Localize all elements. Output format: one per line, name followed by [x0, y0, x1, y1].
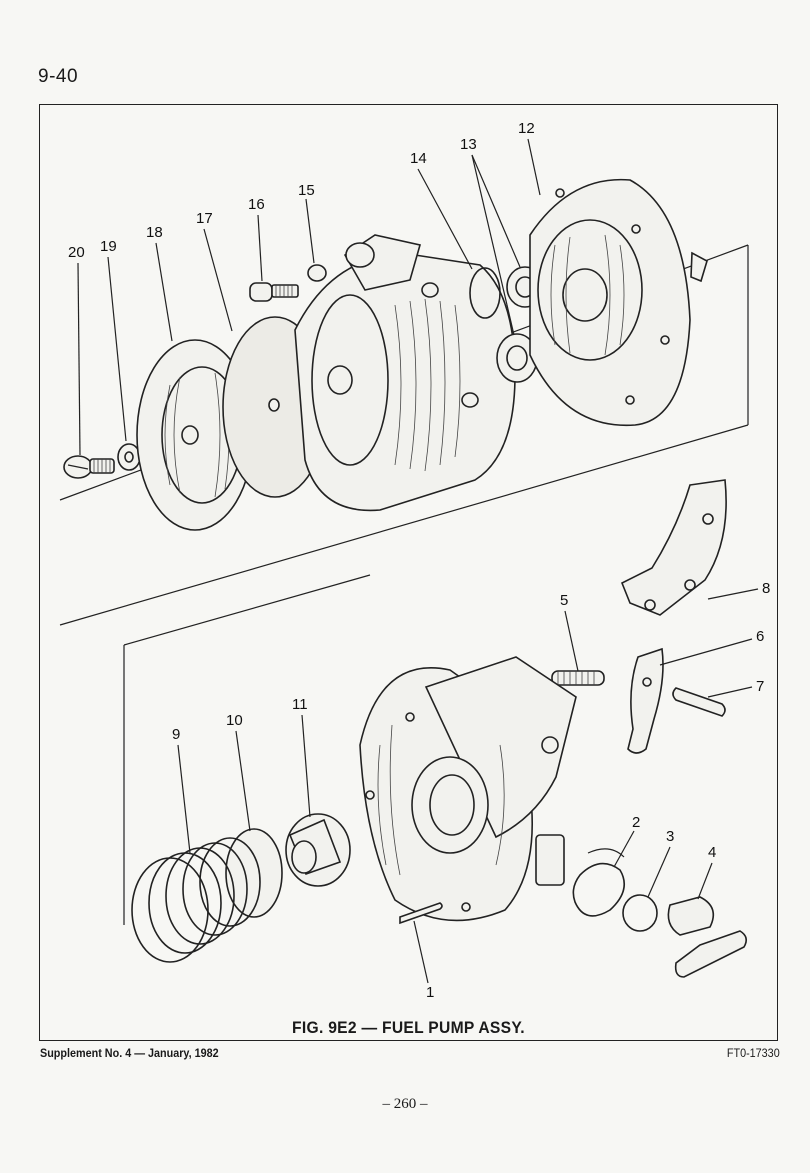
page-number: – 260 – — [382, 1096, 428, 1112]
callout-17: 17 — [196, 210, 213, 227]
figure-code: FT0-17330 — [727, 1046, 780, 1060]
leader-4 — [697, 862, 713, 900]
part-19-washer — [117, 443, 141, 471]
figure-frame: 20 19 18 17 16 15 14 13 12 — [39, 104, 778, 1041]
callout-15: 15 — [298, 182, 315, 199]
callout-20: 20 — [68, 244, 85, 261]
leader-7 — [707, 686, 753, 698]
leader-14 — [417, 168, 473, 270]
leader-13a — [471, 154, 521, 268]
part-1-dowel — [399, 902, 443, 925]
leader-10 — [235, 730, 251, 832]
callout-13: 13 — [460, 136, 477, 153]
leader-8 — [707, 588, 759, 600]
callout-5: 5 — [560, 592, 568, 609]
part-6-link — [627, 647, 664, 754]
part-2-clip — [572, 848, 626, 917]
callout-4: 4 — [708, 844, 716, 861]
leader-1 — [413, 920, 429, 984]
leader-13b — [471, 154, 515, 336]
part-12-top-plate — [529, 178, 708, 427]
part-4-priming-lever — [667, 896, 748, 978]
pump-upper-body — [294, 234, 516, 512]
part-20-screw — [63, 455, 115, 479]
part-3-ring — [622, 894, 658, 932]
exploded-diagram: 20 19 18 17 16 15 14 13 12 — [59, 120, 770, 1001]
figure-caption: FIG. 9E2 — FUEL PUMP ASSY. — [292, 1018, 525, 1037]
callout-18: 18 — [146, 224, 163, 241]
leader-18 — [155, 242, 173, 342]
leader-11 — [301, 714, 311, 818]
supplement-note: Supplement No. 4 — January, 1982 — [40, 1046, 219, 1060]
callout-14: 14 — [410, 150, 427, 167]
part-7-pin — [672, 687, 726, 717]
part-9-main-spring — [131, 837, 261, 963]
callout-9: 9 — [172, 726, 180, 743]
leader-19 — [107, 256, 127, 442]
leader-12 — [527, 138, 541, 196]
leader-15 — [305, 198, 315, 264]
part-5-spring — [551, 670, 605, 686]
part-8-lever — [620, 479, 727, 616]
callout-11: 11 — [292, 696, 308, 713]
pump-lower-body — [359, 656, 577, 922]
leader-9 — [177, 744, 191, 854]
callout-12: 12 — [518, 120, 535, 137]
leader-20 — [77, 262, 81, 456]
part-11-valve-cup — [285, 813, 351, 887]
leader-5 — [564, 610, 579, 672]
part-15-washer — [307, 264, 327, 282]
callout-8: 8 — [762, 580, 770, 597]
part-10-diaphragm — [225, 828, 283, 918]
callout-7: 7 — [756, 678, 764, 695]
leader-2 — [613, 830, 635, 868]
callout-19: 19 — [100, 238, 117, 255]
leader-3 — [647, 846, 671, 898]
leader-16 — [257, 214, 263, 282]
part-16-bolt — [249, 282, 299, 302]
part-14-o-ring — [469, 267, 501, 319]
callout-16: 16 — [248, 196, 265, 213]
callout-2: 2 — [632, 814, 640, 831]
lower-panel-top-edge — [123, 574, 371, 646]
section-page-ref: 9-40 — [38, 66, 79, 87]
callout-10: 10 — [226, 712, 243, 729]
upper-lower-divider — [59, 424, 749, 626]
callout-1: 1 — [426, 984, 434, 1001]
callout-6: 6 — [756, 628, 764, 645]
leader-6 — [659, 638, 753, 666]
callout-3: 3 — [666, 828, 674, 845]
leader-17 — [203, 228, 233, 332]
